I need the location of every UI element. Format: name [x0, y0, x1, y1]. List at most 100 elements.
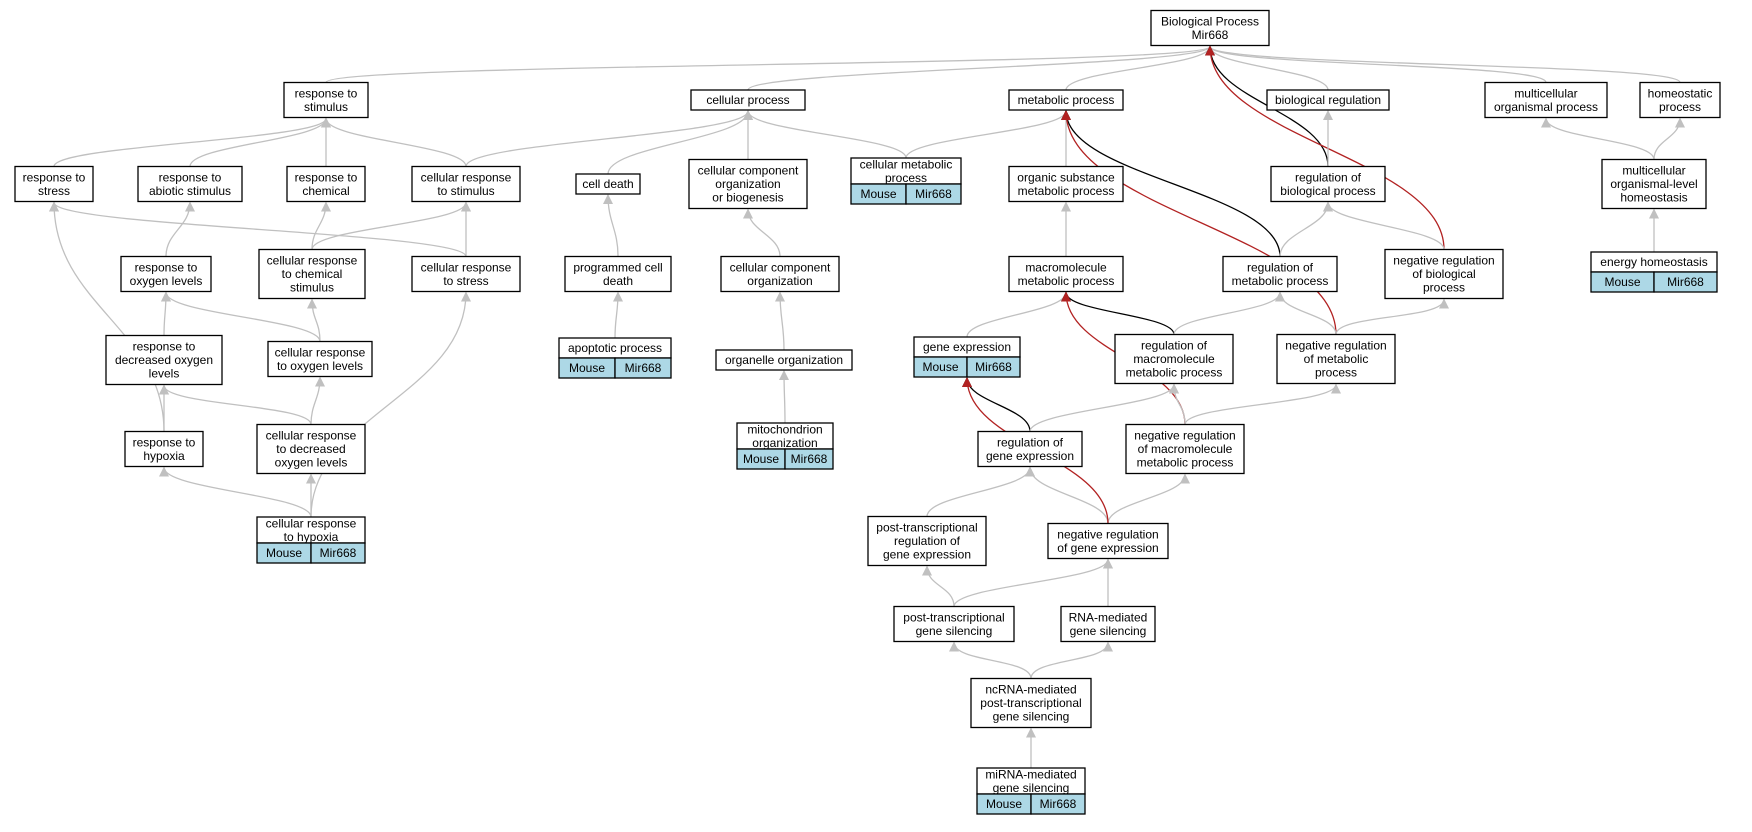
node-label-line: cellular process	[706, 93, 789, 107]
species-annotation-label: Mouse	[922, 360, 958, 374]
node-label-line: ncRNA-mediated	[985, 683, 1076, 697]
species-annotation-label: Mouse	[266, 546, 302, 560]
node-label-line: gene expression	[986, 449, 1074, 463]
node-box	[867, 515, 987, 567]
node-label-line: homeostasis	[1620, 191, 1687, 205]
node-label-line: cellular component	[730, 260, 831, 274]
node-label-line: regulation of	[1247, 260, 1314, 274]
edge-cellular_response_to_decreased_oxygen_levels-to-cellular_response_to_oxygen_levels	[310, 376, 325, 425]
node-cellular-process[interactable]: cellular process	[690, 89, 806, 111]
edge-apoptotic_process-to-programmed_cell_death	[612, 291, 623, 339]
node-box	[1008, 255, 1124, 293]
node-label-line: metabolic process	[1126, 366, 1223, 380]
node-label-line: to hypoxia	[284, 530, 339, 544]
node-label-line: or biogenesis	[712, 191, 783, 205]
node-label-line: multicellular	[1514, 86, 1577, 100]
node-box	[1384, 248, 1504, 300]
edge-programmed_cell_death-to-cell_death	[603, 194, 619, 257]
node-box	[120, 255, 212, 293]
node-label-line: process	[1315, 366, 1357, 380]
node-label-line: Mir668	[1192, 28, 1229, 42]
node-box	[1266, 89, 1390, 111]
node-label-line: oxygen levels	[275, 456, 348, 470]
node-biological-regulation[interactable]: biological regulation	[1266, 89, 1390, 111]
gene-annotation-cell	[310, 542, 366, 564]
node-label-line: cell death	[582, 177, 633, 191]
species-annotation-label: Mouse	[569, 361, 605, 375]
node-label-line: cellular metabolic	[860, 157, 953, 171]
edge-cellular_response_to_oxygen_levels-to-cellular_response_to_chemical_stimulus	[307, 298, 321, 342]
node-label-line: post-transcriptional	[876, 521, 977, 535]
node-box	[690, 89, 806, 111]
node-cell-death[interactable]: cell death	[575, 173, 641, 195]
edge-homeostatic_process-to-bp	[1205, 45, 1681, 84]
node-label-line: chemical	[302, 184, 349, 198]
node-organelle-organization[interactable]: organelle organization	[715, 349, 853, 371]
node-label-line: gene silencing	[993, 781, 1070, 795]
edge-post_transcriptional_gene_silencing-to-negative_regulation_of_gene_expression	[953, 558, 1113, 607]
node-box	[1270, 165, 1386, 203]
node-label-line: levels	[149, 367, 180, 381]
species-annotation-label: Mouse	[1604, 275, 1640, 289]
node-label-line: gene silencing	[1070, 624, 1147, 638]
edge-negative_regulation_of_metabolic_process-to-metabolic_process	[1061, 110, 1337, 335]
node-label-line: macromolecule	[1025, 260, 1107, 274]
node-label-line: cellular component	[698, 164, 799, 178]
edge-post_transcriptional_gene_silencing-to-post_transcriptional_regulation_of_gene_expression	[922, 565, 955, 607]
node-metabolic-process[interactable]: metabolic process	[1008, 89, 1124, 111]
edge-regulation_of_gene_expression-to-regulation_of_macromolecule_metabolic_process	[1029, 383, 1179, 432]
node-label-line: cellular response	[421, 260, 512, 274]
node-box	[411, 165, 521, 203]
edge-response_to_stress-to-response_to_stimulus	[53, 117, 331, 167]
node-label-line: gene silencing	[993, 710, 1070, 724]
node-label-line: Biological Process	[1161, 14, 1259, 28]
node-label-line: organelle organization	[725, 353, 843, 367]
node-label-line: metabolic process	[1018, 274, 1115, 288]
edge-negative_regulation_of_macromolecule_metabolic_process-to-negative_regulation_of_metabolic_process	[1184, 383, 1341, 425]
node-label-line: post-transcriptional	[903, 610, 1004, 624]
node-box	[105, 334, 223, 386]
edge-cellular_response_to_stimulus-to-cellular_process	[465, 110, 753, 167]
node-label-line: organization	[715, 177, 780, 191]
